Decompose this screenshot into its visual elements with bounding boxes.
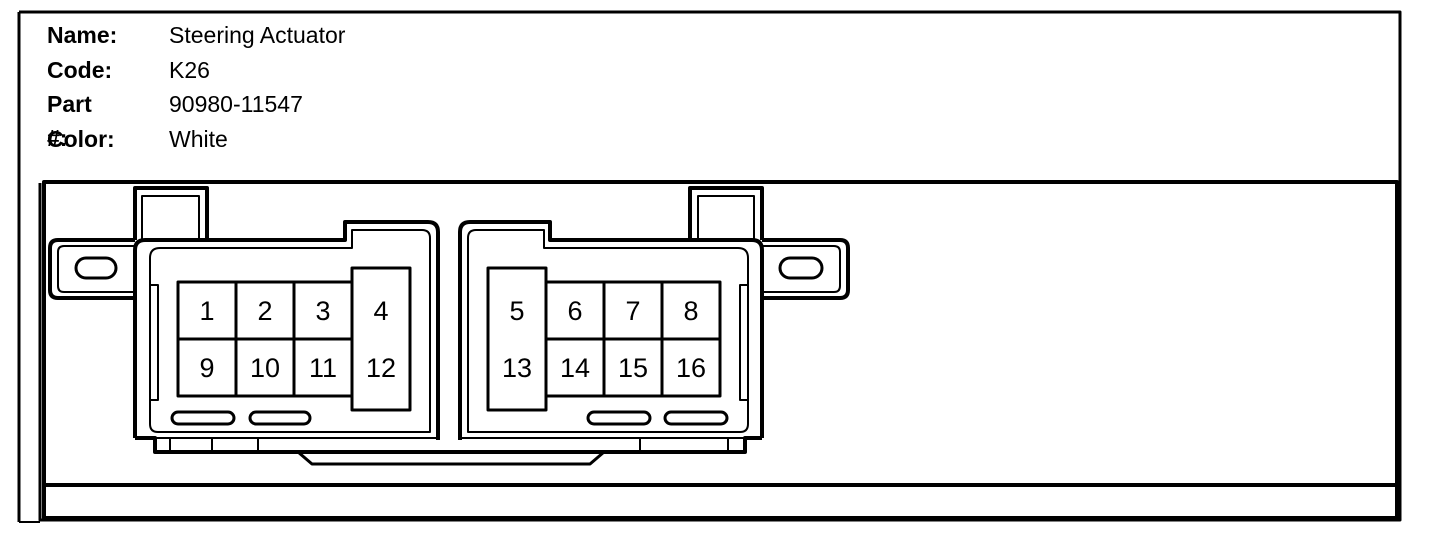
name-value: Steering Actuator xyxy=(169,22,346,48)
pin-label: 4 xyxy=(373,296,388,326)
pin-label: 9 xyxy=(199,353,214,383)
pin-label: 2 xyxy=(257,296,272,326)
pin-label: 3 xyxy=(315,296,330,326)
pin-label: 10 xyxy=(250,353,280,383)
name-label: Name: xyxy=(47,22,118,48)
color-label: Color: xyxy=(47,125,115,152)
pin-label: 14 xyxy=(560,353,590,383)
pin-label: 11 xyxy=(309,353,337,383)
pin-label: 6 xyxy=(567,296,582,326)
code-value: K26 xyxy=(169,56,210,83)
code-label: Code: xyxy=(47,56,113,83)
pin-label: 5 xyxy=(509,296,524,326)
part-label: Part #: xyxy=(47,91,92,151)
pin-label: 15 xyxy=(618,353,648,383)
pin-label: 8 xyxy=(683,296,698,326)
color-value: White xyxy=(169,125,228,152)
pin-label: 16 xyxy=(676,353,706,383)
pin-label: 13 xyxy=(502,353,532,383)
pin-label: 1 xyxy=(199,296,214,326)
part-value: 90980-11547 xyxy=(169,91,303,117)
pin-label: 7 xyxy=(625,296,640,326)
pin-label: 12 xyxy=(366,353,396,383)
